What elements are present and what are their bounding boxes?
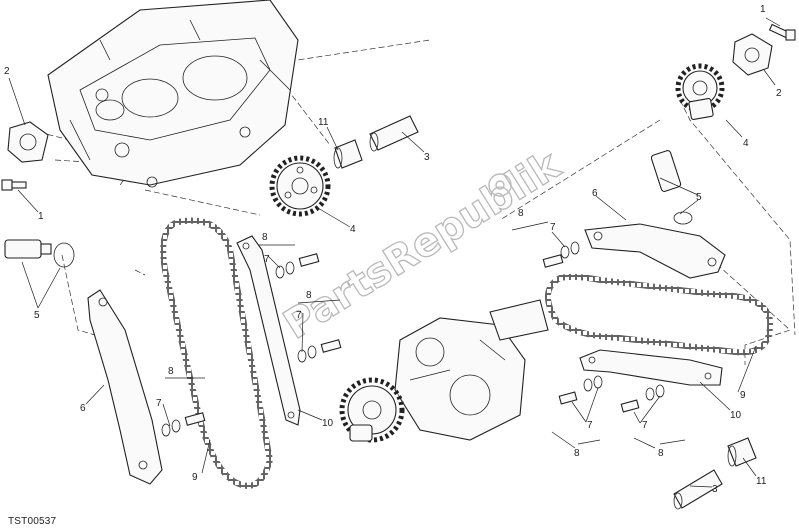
callout-11-bottom: 11 [756, 476, 767, 487]
drawing-code: TST00537 [8, 516, 57, 527]
callout-9-right: 9 [740, 390, 746, 401]
callout-10-left: 10 [322, 418, 334, 429]
callout-11-top: 11 [318, 117, 329, 128]
callout-4-top-right: 4 [743, 138, 749, 149]
cylinder-head [47, 0, 299, 188]
right-bolt [768, 23, 796, 41]
gear-logo-icon [488, 173, 512, 197]
callout-labels: 1 2 4 5 6 2 1 5 6 11 3 4 8 7 8 7 8 7 8 7… [4, 4, 782, 495]
callout-7-c: 7 [156, 398, 162, 409]
callout-6-right: 6 [592, 188, 598, 199]
callout-8-c: 8 [168, 366, 174, 377]
right-tensioner [650, 150, 693, 225]
callout-8-b: 8 [306, 290, 312, 301]
callout-7-a: 7 [264, 254, 270, 265]
right-slipper [584, 223, 726, 279]
callout-10-right: 10 [730, 410, 742, 421]
callout-8-a: 8 [262, 232, 268, 243]
guide-bolts [161, 241, 665, 437]
callout-3-bottom: 3 [712, 484, 718, 495]
callout-2-top-right: 2 [776, 88, 782, 99]
crankshaft [339, 299, 549, 443]
callout-2-left: 2 [4, 66, 10, 77]
left-slipper [87, 289, 163, 485]
callout-7-b: 7 [296, 310, 302, 321]
right-timing-chain [545, 273, 774, 356]
callout-4-middle: 4 [350, 224, 356, 235]
right-sprocket [675, 63, 725, 121]
left-tensioner [4, 239, 75, 268]
callout-6-left: 6 [80, 403, 86, 414]
callout-9-left: 9 [192, 472, 198, 483]
left-timing-chain [160, 217, 274, 489]
callout-7-e: 7 [587, 420, 593, 431]
callout-5-left: 5 [34, 310, 40, 321]
callout-7-d: 7 [550, 222, 556, 233]
bottom-pin [673, 469, 723, 510]
left-fixed-guide [236, 235, 301, 426]
callout-8-e: 8 [574, 448, 580, 459]
left-bolt [1, 179, 27, 191]
callout-1-left: 1 [38, 211, 44, 222]
right-cover [732, 33, 773, 76]
top-bushing [333, 139, 363, 169]
callout-3-top: 3 [424, 152, 430, 163]
callout-5-right: 5 [696, 192, 702, 203]
top-sprocket [269, 155, 331, 217]
callout-8-f: 8 [658, 448, 664, 459]
bottom-bushing [727, 437, 757, 467]
right-fixed-guide [579, 349, 723, 386]
callout-8-d: 8 [518, 208, 524, 219]
callout-7-f: 7 [642, 420, 648, 431]
left-cover [7, 121, 49, 163]
callout-1-top-right: 1 [760, 4, 766, 15]
top-pin [369, 115, 419, 152]
leader-lines [8, 17, 781, 488]
